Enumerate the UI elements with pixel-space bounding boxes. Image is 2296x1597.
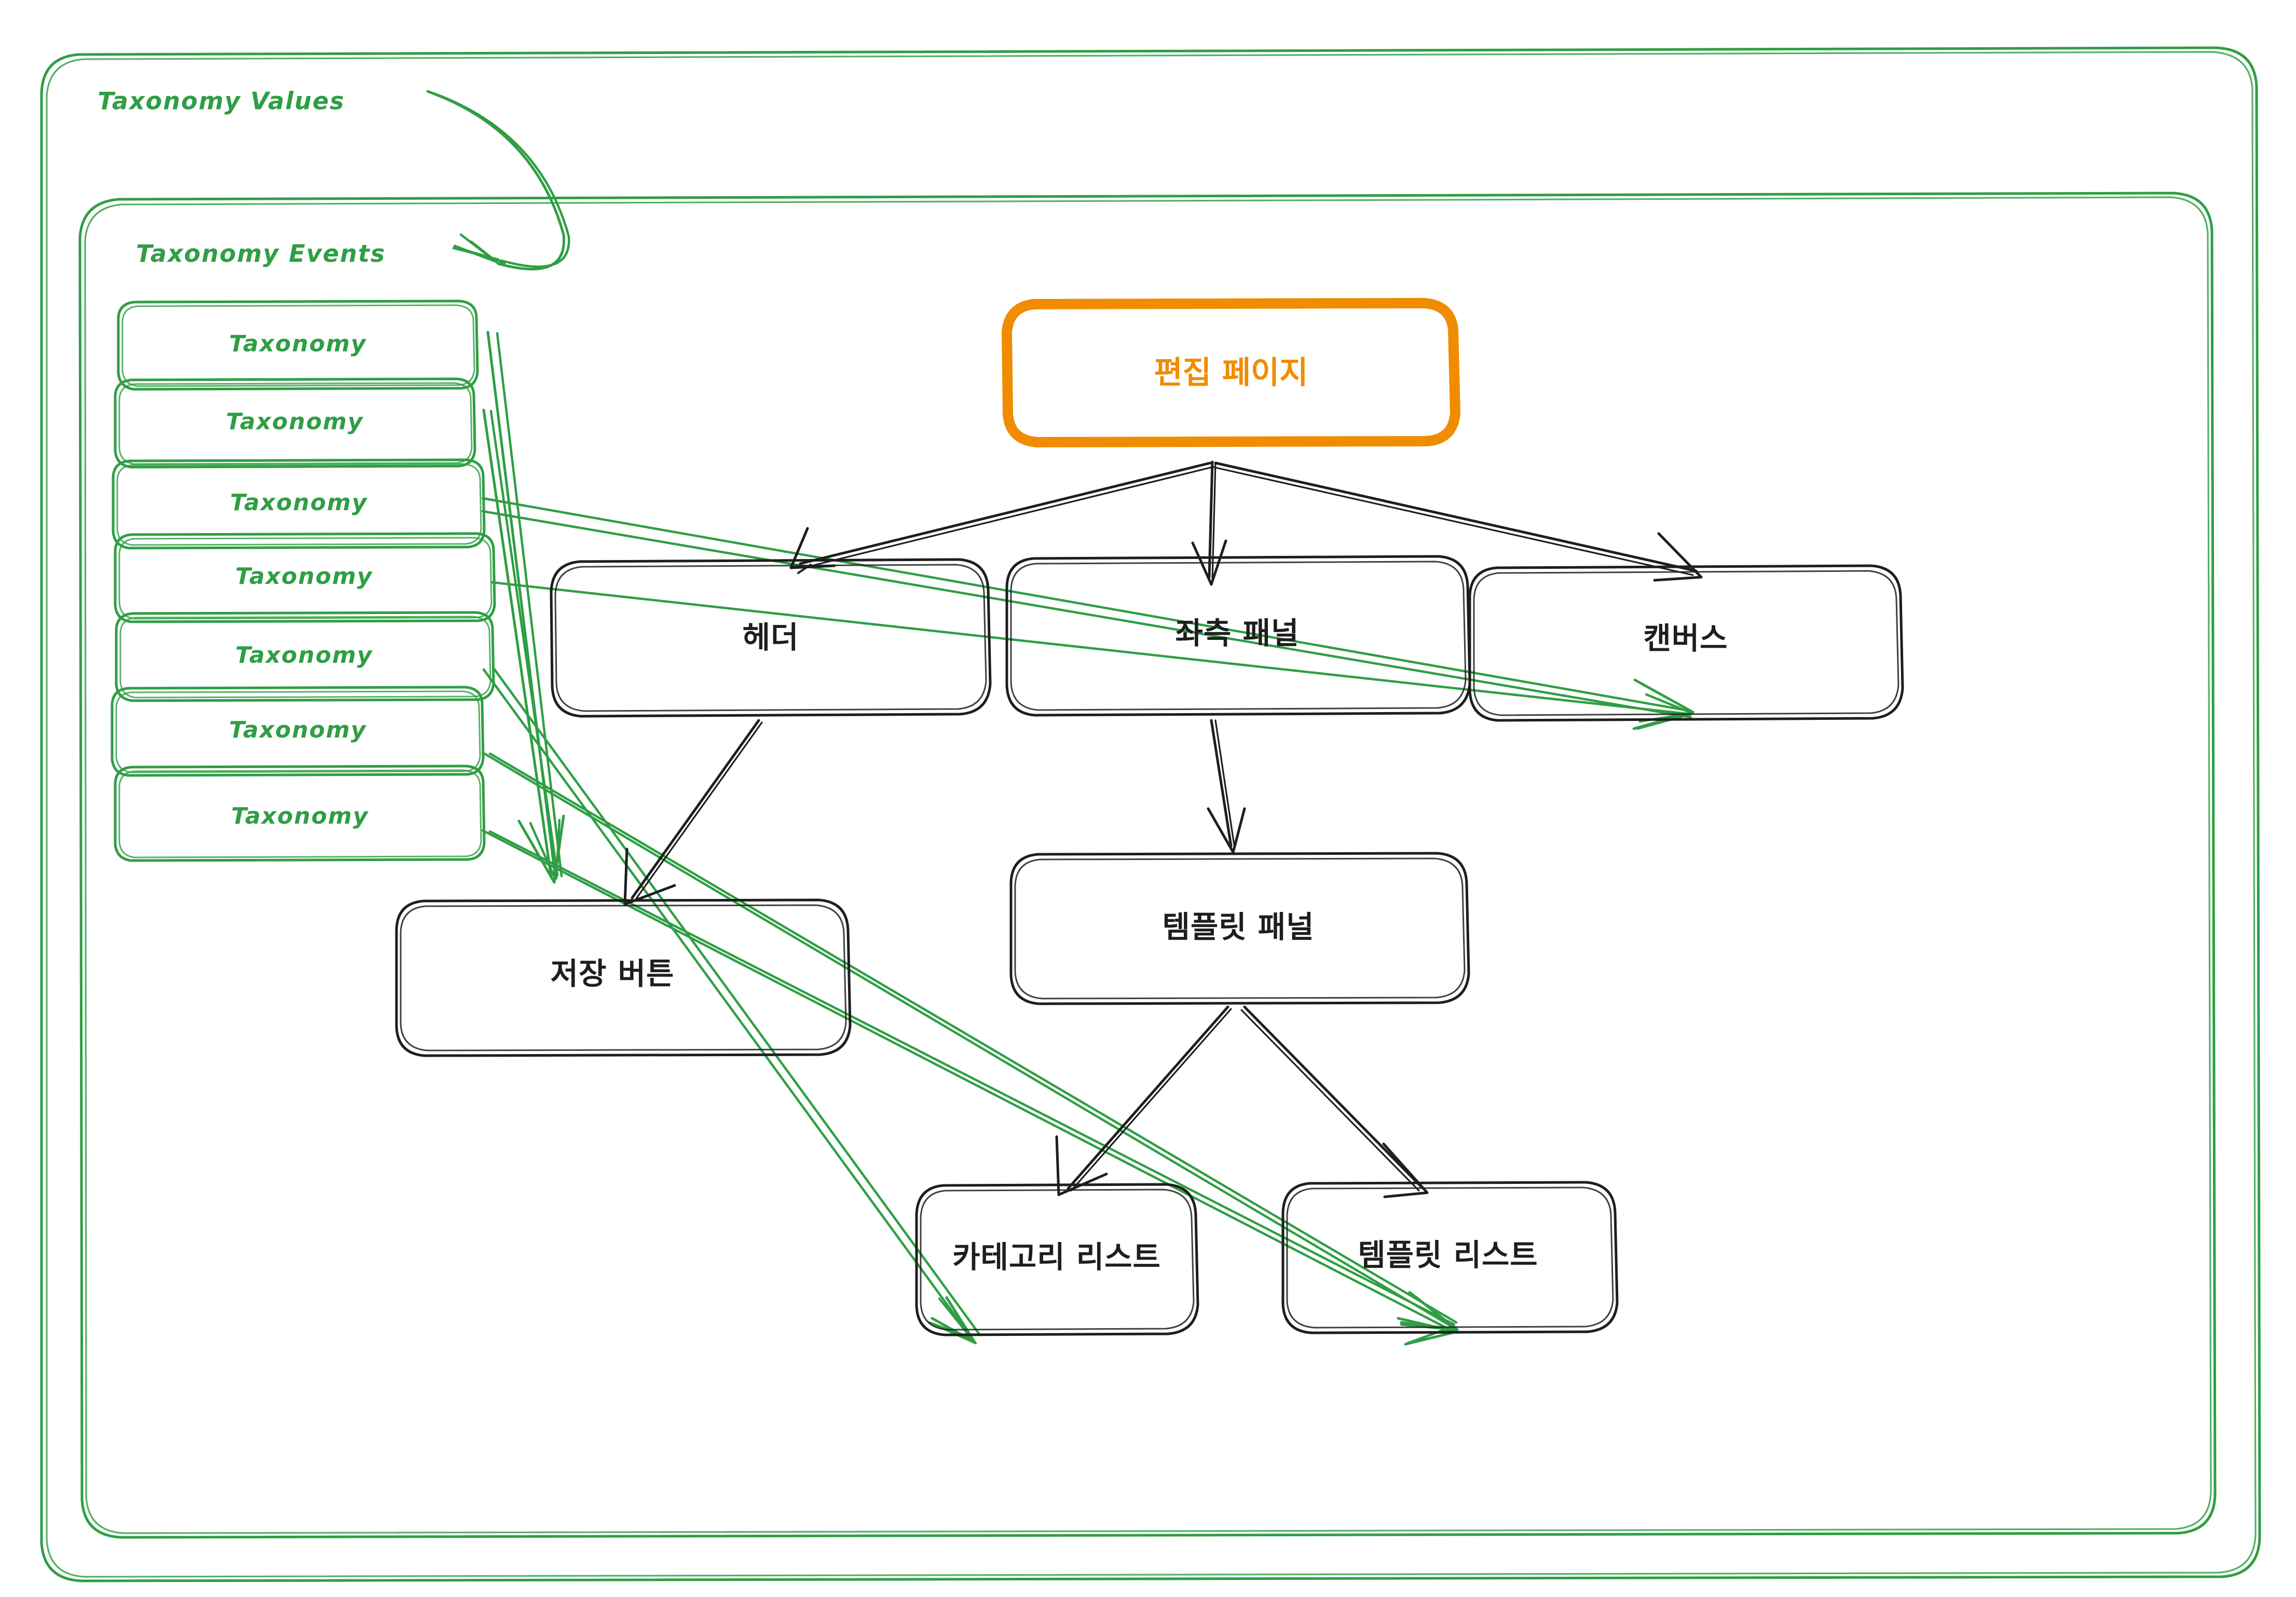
- list-item[interactable]: Taxonomy: [115, 611, 495, 702]
- list-item[interactable]: Taxonomy: [112, 458, 486, 550]
- node-canvas[interactable]: 캔버스: [1468, 564, 1904, 722]
- node-label-save-button: 저장 버튼: [551, 956, 675, 991]
- node-header[interactable]: 헤더: [550, 558, 992, 718]
- list-item-label: Taxonomy: [226, 408, 363, 435]
- node-label-template-list: 템플릿 리스트: [1358, 1237, 1538, 1273]
- list-item-label: Taxonomy: [229, 331, 366, 357]
- node-template-list[interactable]: 템플릿 리스트: [1281, 1181, 1619, 1334]
- edge-taxonomy-to-save-button: [482, 331, 565, 884]
- list-item[interactable]: Taxonomy: [117, 299, 479, 391]
- node-label-category-list: 카테고리 리스트: [952, 1239, 1161, 1275]
- list-item-label: Taxonomy: [230, 489, 367, 516]
- list-item-label: Taxonomy: [235, 563, 373, 590]
- container-label-taxonomy-events: Taxonomy Events: [136, 240, 386, 268]
- edge-template-panel-to-category-list: [1055, 1005, 1232, 1196]
- edge-edit-page-to-left-panel: [1191, 460, 1227, 586]
- container-label-taxonomy-values: Taxonomy Values: [98, 87, 345, 115]
- node-label-template-panel: 템플릿 패널: [1163, 909, 1315, 945]
- node-label-canvas: 캔버스: [1643, 621, 1728, 656]
- container-taxonomy-events[interactable]: Taxonomy Events: [78, 192, 2217, 1539]
- edge-taxonomy-to-canvas: [481, 497, 1694, 730]
- list-item[interactable]: Taxonomy: [114, 765, 486, 862]
- node-label-left-panel: 좌측 패널: [1176, 616, 1300, 651]
- edge-taxonomy-to-template-list: [481, 751, 1459, 1346]
- list-item[interactable]: Taxonomy: [114, 377, 476, 469]
- edge-header-to-save-button: [623, 719, 763, 906]
- node-left-panel[interactable]: 좌측 패널: [1005, 555, 1471, 717]
- node-edit-page[interactable]: 편집 페이지: [1002, 298, 1460, 447]
- node-template-panel[interactable]: 템플릿 패널: [1009, 852, 1470, 1005]
- node-category-list[interactable]: 카테고리 리스트: [915, 1183, 1199, 1336]
- node-label-edit-page: 편집 페이지: [1154, 355, 1308, 391]
- node-label-header: 헤더: [743, 620, 799, 655]
- container-taxonomy-values[interactable]: Taxonomy Values: [40, 46, 2261, 1582]
- edge-template-panel-to-template-list: [1240, 1005, 1429, 1198]
- list-item[interactable]: Taxonomy: [114, 532, 496, 623]
- edge-values-to-events: [426, 90, 570, 270]
- edge-edit-page-to-header: [789, 461, 1213, 574]
- edge-edit-page-to-canvas: [1212, 461, 1703, 582]
- taxonomy-list: Taxonomy Taxonomy Taxonomy Taxonomy: [111, 299, 496, 862]
- edge-taxonomy-to-category-list: [482, 666, 981, 1345]
- list-item-label: Taxonomy: [229, 717, 366, 743]
- list-item-label: Taxonomy: [235, 642, 373, 668]
- edge-left-panel-to-template-panel: [1207, 719, 1246, 854]
- list-item-label: Taxonomy: [231, 803, 368, 829]
- node-save-button[interactable]: 저장 버튼: [395, 898, 852, 1057]
